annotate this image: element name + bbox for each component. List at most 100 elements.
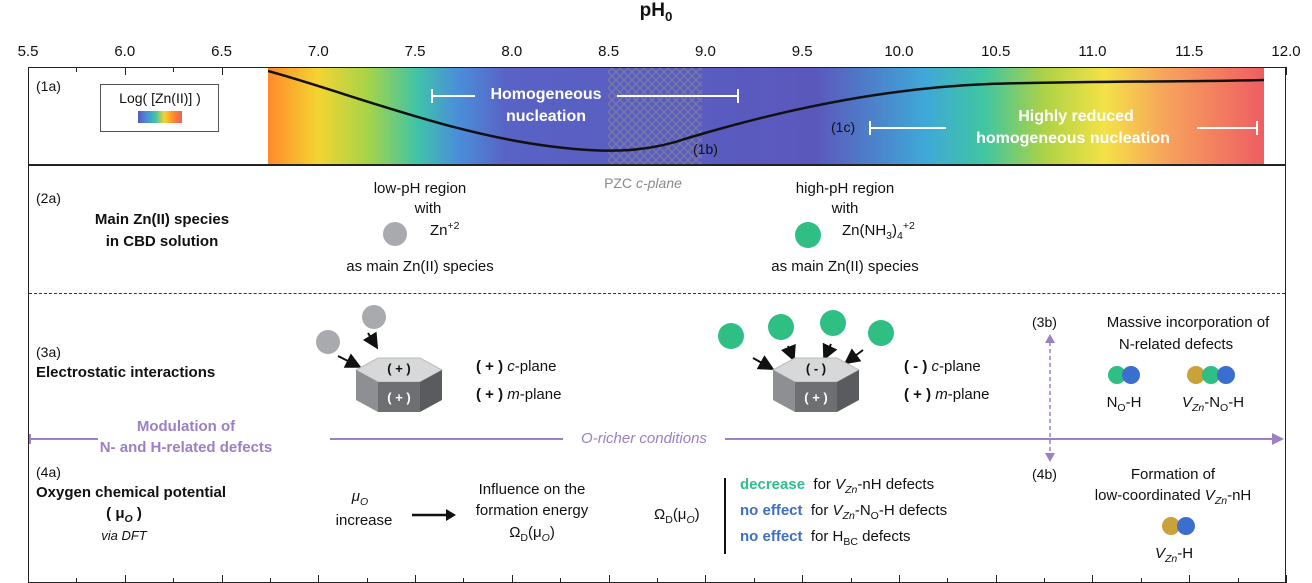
vzn-h-ball-h bbox=[1177, 517, 1195, 535]
high-ph-line2: with bbox=[831, 200, 859, 217]
high-ph-crystal-svg bbox=[718, 310, 894, 412]
effect-row-2: no effect for VZn-NO-H defects bbox=[740, 502, 948, 522]
tick-mark-bottom bbox=[947, 578, 949, 583]
high-ph-line4: as main Zn(II) species bbox=[771, 258, 919, 275]
no-h-label: NO-H bbox=[1106, 394, 1142, 414]
tick-mark-bottom bbox=[173, 578, 175, 583]
label-4b: (4b) bbox=[1032, 466, 1057, 482]
modulation-line2: N- and H-related defects bbox=[99, 439, 273, 456]
vzn-no-h-ball-o bbox=[1217, 366, 1235, 384]
legend-label: Log( [Zn(II)] ) bbox=[119, 90, 201, 106]
tick-mark-bottom bbox=[1044, 578, 1046, 583]
influence-line1: Influence on the bbox=[478, 481, 586, 498]
tick-mark-top bbox=[173, 67, 175, 72]
vzn-no-h-ball-v bbox=[1187, 366, 1205, 384]
increase-arrow bbox=[412, 509, 456, 521]
row4-via: via DFT bbox=[101, 528, 147, 543]
label-1c: (1c) bbox=[831, 119, 856, 135]
tick-mark-top bbox=[76, 67, 78, 72]
high-ph-line1: high-pH region bbox=[795, 180, 895, 197]
tick-mark-bottom bbox=[850, 578, 852, 583]
tick-mark-bottom bbox=[608, 575, 610, 583]
omega-label: ΩD(μO) bbox=[654, 506, 700, 526]
high-crystal-bottom-charge: ( + ) bbox=[804, 390, 828, 405]
row2-title-2: in CBD solution bbox=[105, 233, 219, 250]
tick-label: 10.5 bbox=[981, 43, 1011, 60]
mu-increase: increase bbox=[335, 512, 393, 529]
homogeneous-label-1: Homogeneous bbox=[490, 86, 602, 103]
tick-mark-bottom bbox=[1286, 575, 1287, 583]
orich-label: O-richer conditions bbox=[581, 430, 707, 447]
modulation-line1: Modulation of bbox=[136, 418, 236, 435]
massive-line2: N-related defects bbox=[1118, 336, 1234, 353]
tick-label: 7.5 bbox=[404, 43, 426, 60]
pzc-label: PZC c-plane bbox=[604, 175, 682, 191]
tick-label: 11.5 bbox=[1175, 43, 1204, 60]
effect-row-1: decrease for VZn-nH defects bbox=[740, 476, 935, 496]
tick-mark-bottom bbox=[753, 578, 755, 583]
row4-title-2: ( μO ) bbox=[106, 505, 142, 525]
tick-label: 5.5 bbox=[17, 43, 39, 60]
formation-line1: Formation of bbox=[1130, 466, 1216, 483]
high-cplane-text: ( - ) c-plane bbox=[904, 358, 981, 375]
defect-dashed-arrow bbox=[1045, 334, 1055, 462]
row4-label: (4a) bbox=[36, 464, 61, 480]
tick-mark-bottom bbox=[1189, 575, 1191, 583]
effects-divider bbox=[724, 478, 726, 554]
homogeneous-label-2: nucleation bbox=[505, 108, 587, 125]
formation-line2: low-coordinated VZn-nH bbox=[1094, 487, 1252, 507]
low-ph-line2: with bbox=[414, 200, 442, 217]
tick-mark-bottom bbox=[995, 575, 997, 583]
row-separator-2-dashed bbox=[29, 293, 1285, 294]
reduced-bracket-right bbox=[1197, 127, 1257, 129]
reduced-label-2: homogeneous nucleation bbox=[976, 130, 1170, 147]
no-h-ball-n bbox=[1108, 366, 1126, 384]
mu-o-symbol: μO bbox=[351, 488, 369, 508]
tick-mark-bottom bbox=[898, 575, 900, 583]
influence-line2: formation energy bbox=[475, 502, 589, 519]
tick-mark-top bbox=[1286, 67, 1287, 75]
tick-label: 12.0 bbox=[1271, 43, 1301, 60]
modulation-arrow bbox=[29, 433, 1284, 445]
low-ph-line4: as main Zn(II) species bbox=[346, 258, 494, 275]
row1-label: (1a) bbox=[36, 78, 61, 94]
no-h-ball-o bbox=[1122, 366, 1140, 384]
log-zn-band-svg bbox=[268, 68, 1264, 164]
row4-title-1: Oxygen chemical potential bbox=[36, 484, 227, 501]
tick-label: 6.0 bbox=[114, 43, 136, 60]
reduced-bracket-left bbox=[870, 127, 946, 129]
tick-label: 8.0 bbox=[501, 43, 523, 60]
vzn-no-h-ball-n bbox=[1202, 366, 1220, 384]
tick-mark-top bbox=[124, 67, 126, 75]
row3-title: Electrostatic interactions bbox=[36, 364, 216, 381]
low-ph-species: Zn+2 bbox=[430, 220, 460, 239]
tick-mark-bottom bbox=[415, 575, 417, 583]
tick-mark-bottom bbox=[463, 578, 465, 583]
tick-mark-bottom bbox=[366, 578, 368, 583]
homogeneous-bracket-right bbox=[617, 95, 739, 97]
tick-mark-bottom bbox=[318, 575, 320, 583]
reduced-bracket-left-cap bbox=[869, 121, 871, 135]
row3-label: (3a) bbox=[36, 344, 61, 360]
row2-label: (2a) bbox=[36, 190, 61, 206]
tick-label: 10.0 bbox=[884, 43, 914, 60]
tick-mark-bottom bbox=[76, 578, 78, 583]
tick-label: 9.0 bbox=[694, 43, 716, 60]
tick-mark-bottom bbox=[560, 578, 562, 583]
high-crystal-top-charge: ( - ) bbox=[805, 361, 827, 376]
tick-mark-bottom bbox=[802, 575, 804, 583]
tick-mark-top bbox=[28, 67, 29, 75]
tick-mark-bottom bbox=[269, 578, 271, 583]
tick-mark-bottom bbox=[221, 575, 223, 583]
tick-label: 9.5 bbox=[791, 43, 813, 60]
reduced-bracket-right-cap bbox=[1256, 121, 1258, 135]
tick-mark-bottom bbox=[1092, 575, 1094, 583]
legend-swatch bbox=[138, 111, 182, 123]
zn2-species-ball bbox=[383, 222, 407, 246]
tick-mark-bottom bbox=[1237, 578, 1239, 583]
high-ph-species: Zn(NH3)4+2 bbox=[842, 220, 915, 242]
tick-mark-bottom bbox=[511, 575, 513, 583]
tick-mark-top bbox=[221, 67, 223, 75]
reduced-label-1: Highly reduced bbox=[1018, 108, 1134, 125]
homogeneous-bracket-left-cap bbox=[431, 89, 433, 103]
